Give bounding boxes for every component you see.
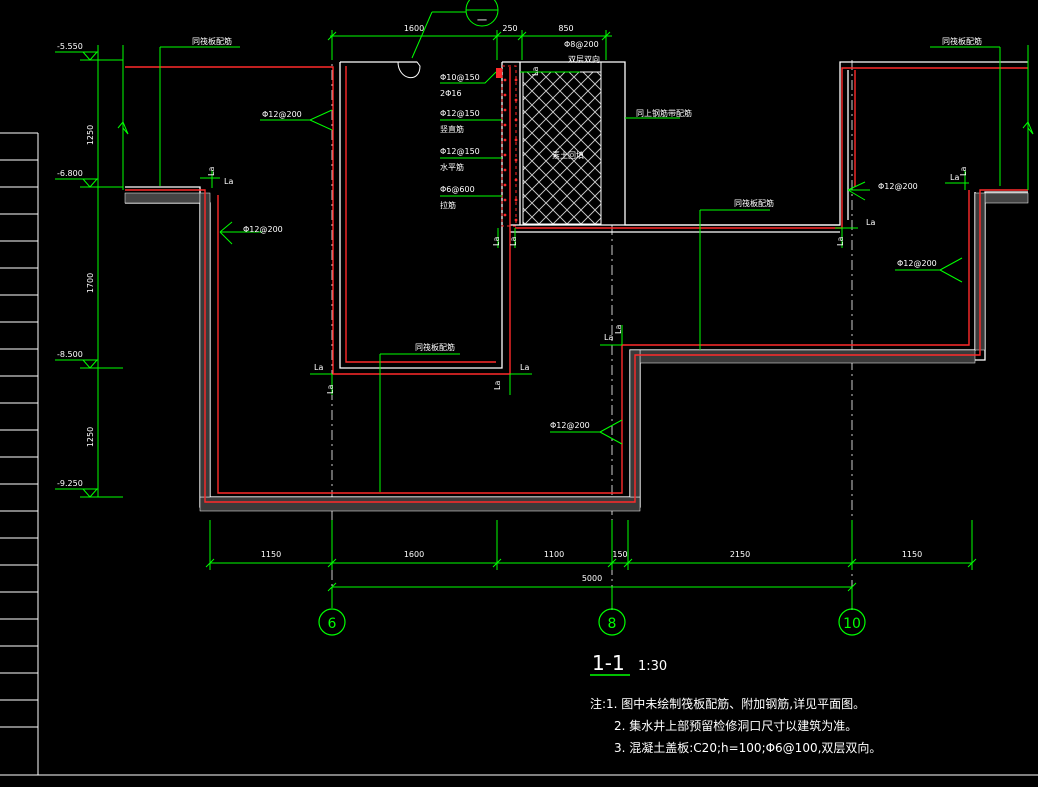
left-dim: 1250: [86, 427, 95, 447]
bottom-dim: 2150: [730, 550, 750, 559]
label-horizontal-bar: 水平筋: [440, 162, 464, 172]
dimension-lines: [55, 11, 1034, 608]
left-dim: 1700: [86, 273, 95, 293]
la-mark: La: [836, 237, 845, 246]
wall-rebar-cage: [501, 65, 517, 227]
ground-hatch: [124, 192, 1029, 512]
bottom-dim: 1100: [544, 550, 564, 559]
label-same-slab-top-left: 同筏板配筋: [192, 36, 232, 46]
elevation-label: -8.500: [57, 350, 83, 359]
axis-8: 8: [608, 616, 617, 632]
label-phi12-200-c: Φ12@200: [878, 182, 918, 191]
label-backfill: 素土回填: [552, 150, 584, 160]
label-phi8-200: Φ8@200: [564, 40, 599, 49]
la-mark: La: [604, 333, 613, 342]
label-same-slab-inner: 同筏板配筋: [415, 342, 455, 352]
la-mark: La: [520, 363, 529, 372]
elevation-label: -9.250: [57, 479, 83, 488]
detail-reference: [397, 0, 499, 78]
axis-10: 10: [843, 616, 861, 632]
la-mark: La: [509, 237, 518, 246]
top-dim: 250: [502, 24, 517, 33]
wall-rebar-dots: [496, 68, 518, 222]
label-tie-bar: 拉筋: [440, 200, 456, 210]
note-1: 注:1. 图中未绘制筏板配筋、附加钢筋,详见平面图。: [590, 696, 865, 711]
label-phi6-600: Φ6@600: [440, 185, 475, 194]
axis-6: 6: [328, 616, 337, 632]
la-mark: La: [614, 325, 623, 334]
note-3: 3. 混凝土盖板:C20;h=100;Φ6@100,双层双向。: [614, 740, 881, 755]
top-dim: 1600: [404, 24, 424, 33]
left-dim: 1250: [86, 125, 95, 145]
label-same-wall-rebar: 同上钢筋带配筋: [636, 108, 692, 118]
label-phi12-150-h: Φ12@150: [440, 147, 480, 156]
note-2: 2. 集水井上部预留检修洞口尺寸以建筑为准。: [614, 718, 857, 733]
rebar-lines: [125, 66, 1028, 503]
la-mark: La: [866, 218, 875, 227]
label-double-layer: 双层双向: [568, 54, 600, 64]
la-mark: La: [531, 67, 540, 76]
label-phi10-150: Φ10@150: [440, 73, 480, 82]
backfill-hatch: [522, 71, 602, 225]
la-mark: La: [207, 167, 216, 176]
label-phi12-200-a: Φ12@200: [262, 110, 302, 119]
axis-bubbles: [318, 608, 866, 636]
section-title: 1-1: [592, 651, 625, 675]
elevation-label: -6.800: [57, 169, 83, 178]
elevation-label: -5.550: [57, 42, 83, 51]
section-scale: 1:30: [638, 659, 667, 674]
detail-ref-number: 一: [477, 16, 487, 27]
la-mark: La: [493, 381, 502, 390]
bottom-dim: 150: [612, 550, 627, 559]
label-phi12-200-b: Φ12@200: [243, 225, 283, 234]
la-mark: La: [950, 173, 959, 182]
overall-dim: 5000: [582, 574, 602, 583]
la-mark: La: [224, 177, 233, 186]
label-phi12-150-v: Φ12@150: [440, 109, 480, 118]
la-mark: La: [314, 363, 323, 372]
label-same-slab-top-right: 同筏板配筋: [942, 36, 982, 46]
top-dim: 850: [558, 24, 573, 33]
label-phi12-200-e: Φ12@200: [550, 421, 590, 430]
la-mark: La: [492, 237, 501, 246]
label-vertical-bar: 竖直筋: [440, 124, 464, 134]
label-phi12-200-d: Φ12@200: [897, 259, 937, 268]
label-same-slab-lower-mid: 同筏板配筋: [734, 198, 774, 208]
la-mark: La: [959, 167, 968, 176]
label-2phi16: 2Φ16: [440, 89, 462, 98]
la-mark: La: [326, 385, 335, 394]
bottom-dim: 1600: [404, 550, 424, 559]
bottom-dim: 1150: [261, 550, 281, 559]
bottom-dim: 1150: [902, 550, 922, 559]
title-block-table: [0, 132, 1038, 776]
